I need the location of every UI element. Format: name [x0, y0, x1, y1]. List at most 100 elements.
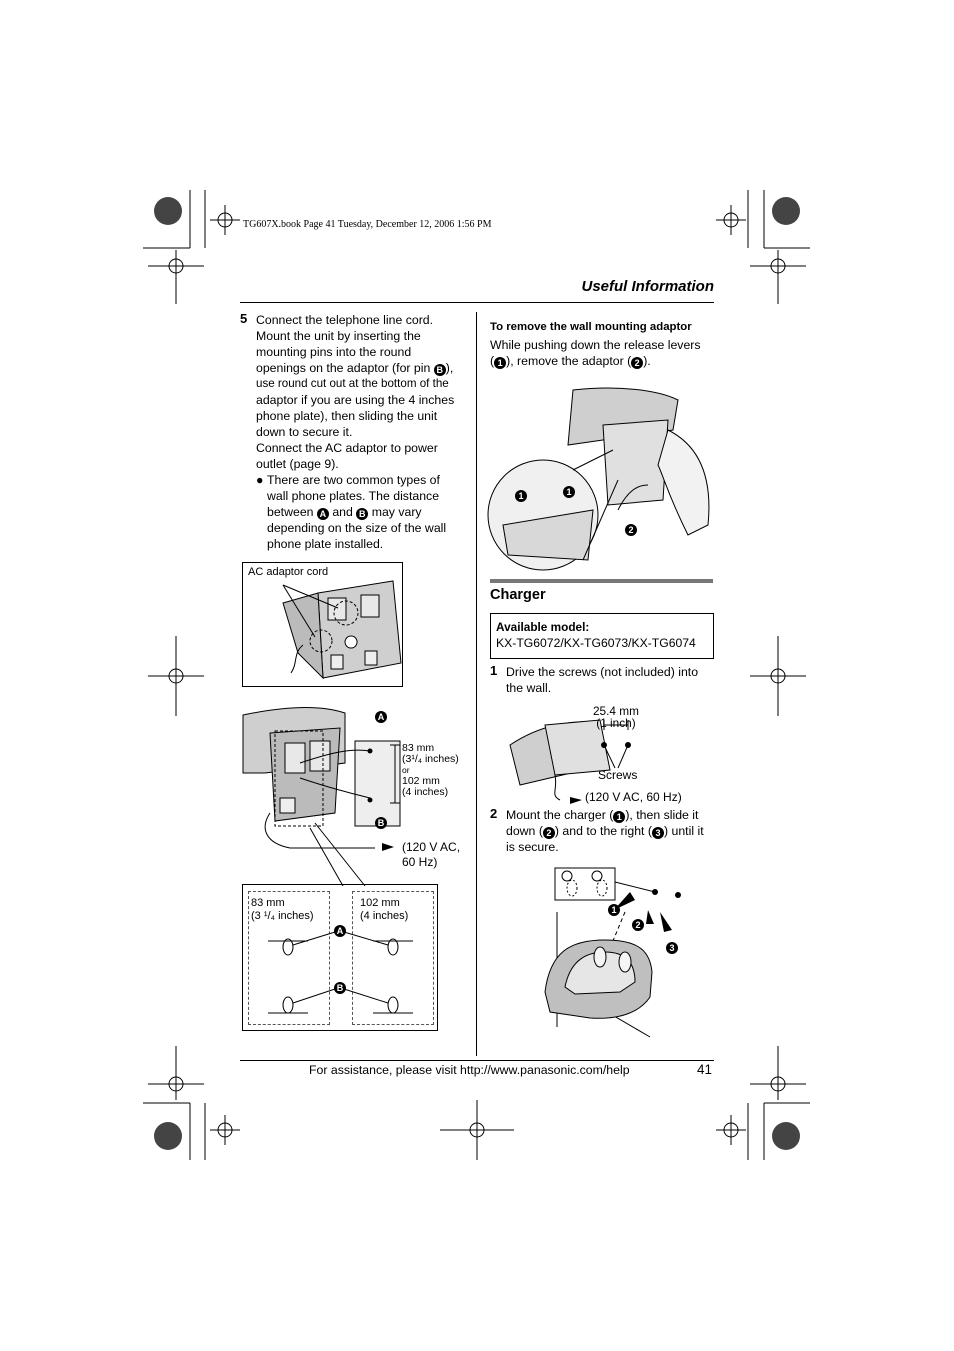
available-model-label: Available model: — [496, 620, 590, 634]
step5-bullet: ● There are two common types of wall pho… — [256, 472, 468, 552]
step5-text: Connect the telephone line cord. Mount t… — [256, 312, 468, 472]
step5-line: Connect the telephone line cord. — [256, 313, 434, 327]
plate-83-mm: 83 mm — [251, 897, 285, 909]
step5-line: Connect the AC adaptor to power — [256, 441, 438, 455]
step5-line: Mount the unit by inserting the — [256, 329, 421, 343]
dim-83-inches: (3¹/₄ inches) — [402, 753, 459, 765]
charger-step1-text: Drive the screws (not included) into the… — [506, 664, 716, 696]
charger-step2-line: Mount the charger (1), then slide it — [506, 807, 716, 823]
bullet-text-part: between — [267, 505, 317, 519]
charger-step1-number: 1 — [490, 663, 498, 678]
adaptor-illustration — [282, 580, 402, 680]
step5-line: down to secure it. — [256, 425, 353, 439]
charger-step2-line: down (2) and to the right (3) until it — [506, 823, 716, 839]
top-rule — [240, 302, 714, 303]
charger-step2-text-part: Mount the charger ( — [506, 808, 614, 822]
print-header: TG607X.book Page 41 Tuesday, December 12… — [243, 219, 492, 230]
bullet-line: depending on the size of the wall — [267, 521, 447, 535]
step5-line: openings on the adaptor (for pin B), — [256, 360, 468, 376]
step5-line: adaptor if you are using the 4 inches — [256, 393, 455, 407]
remove-line: While pushing down the release levers — [490, 338, 701, 352]
marker-1: 1 — [563, 486, 575, 498]
power-line: (120 V AC, — [402, 840, 461, 854]
remove-text-part: ), remove the adaptor ( — [506, 354, 632, 368]
bullet-line: between A and B may vary — [267, 504, 468, 520]
charger-section-bar — [490, 579, 713, 583]
bottom-rule — [240, 1060, 714, 1061]
page-number: 41 — [697, 1062, 713, 1077]
plate-102-mm: 102 mm — [360, 897, 400, 909]
charger-step2-line: is secure. — [506, 840, 559, 854]
marker-a: A — [316, 508, 329, 520]
marker-2: 2 — [625, 524, 637, 536]
marker-b: B — [334, 982, 346, 994]
charger-step2-text-part: ), then slide it — [625, 808, 699, 822]
charger-power-label: (120 V AC, 60 Hz) — [585, 790, 682, 804]
step-number: 5 — [240, 311, 248, 326]
dimension-labels: 83 mm (3¹/₄ inches) or 102 mm (4 inches) — [402, 743, 459, 798]
charger-step2-text-part: ) until it — [663, 824, 704, 838]
marker-1: 1 — [608, 904, 620, 916]
power-label: (120 V AC, 60 Hz) — [402, 840, 460, 870]
marker-3: 3 — [651, 827, 664, 839]
section-title: Useful Information — [581, 278, 714, 295]
screw-spacing-mm: 25.4 mm — [593, 704, 639, 718]
marker-3: 3 — [666, 942, 678, 954]
remove-heading: To remove the wall mounting adaptor — [490, 321, 692, 333]
available-model-list: KX-TG6072/KX-TG6073/KX-TG6074 — [496, 636, 696, 650]
marker-2: 2 — [632, 919, 644, 931]
charger-mount-illustration — [544, 867, 681, 1038]
mounting-illustration — [242, 707, 401, 887]
column-divider — [476, 312, 477, 1056]
marker-b: B — [356, 508, 369, 520]
screw-spacing-label: 25.4 mm (1 inch) — [593, 705, 639, 729]
charger-step2-text-part: down ( — [506, 824, 543, 838]
figure-label: AC adaptor cord — [248, 566, 329, 578]
bullet-line: phone plate installed. — [267, 537, 384, 551]
charger-step2-text: Mount the charger (1), then slide it dow… — [506, 807, 716, 855]
marker-a: A — [375, 711, 387, 723]
marker-1: 1 — [494, 357, 507, 369]
dim-102: 102 mm — [402, 775, 440, 787]
power-line: 60 Hz) — [402, 855, 438, 869]
dim-83: 83 mm — [402, 742, 435, 754]
remove-text: While pushing down the release levers (1… — [490, 337, 714, 369]
step5-line: outlet (page 9). — [256, 457, 339, 471]
remove-adaptor-illustration — [487, 387, 710, 571]
figure-plate-sizes: 83 mm (3 ¹/₄ inches) 102 mm (4 inches) A… — [242, 884, 438, 1031]
charger-step2-number: 2 — [490, 806, 498, 821]
bullet-icon: ● — [256, 473, 264, 487]
remove-line: (1), remove the adaptor (2). — [490, 353, 714, 369]
remove-text-part: ( — [490, 354, 495, 368]
plate-83mm-panel — [248, 891, 330, 1025]
marker-a: A — [334, 925, 346, 937]
bullet-line: There are two common types of — [267, 473, 440, 487]
step5-text-part: openings on the adaptor (for pin — [256, 361, 434, 375]
marker-b: B — [433, 364, 446, 376]
charger-step1-line: Drive the screws (not included) into — [506, 665, 699, 679]
plate-102-inches: (4 inches) — [360, 910, 409, 922]
plate-83-label: 83 mm (3 ¹/₄ inches) — [251, 897, 314, 923]
step5-line: mounting pins into the round — [256, 345, 412, 359]
figure-ac-adaptor: AC adaptor cord — [242, 562, 403, 687]
marker-1: 1 — [613, 811, 626, 823]
step5-line: use round cut out at the bottom of the — [256, 377, 449, 390]
charger-step1-line: the wall. — [506, 681, 552, 695]
marker-1: 1 — [515, 490, 527, 502]
bullet-text-part: and — [328, 505, 357, 519]
step5-line: phone plate), then sliding the unit — [256, 409, 438, 423]
step5-text-part: ), — [445, 361, 454, 375]
remove-text-part: ). — [643, 354, 651, 368]
marker-b: B — [375, 817, 387, 829]
charger-step2-text-part: ) and to the right ( — [554, 824, 652, 838]
marker-2: 2 — [542, 827, 555, 839]
footer-assistance: For assistance, please visit http://www.… — [309, 1063, 630, 1077]
plate-pins-illustration — [268, 931, 413, 1014]
charger-screws-illustration — [509, 719, 631, 804]
available-model-box: Available model: KX-TG6072/KX-TG6073/KX-… — [490, 613, 714, 659]
dim-102-inches: (4 inches) — [402, 786, 449, 798]
screw-spacing-inches: (1 inch) — [596, 716, 636, 730]
bullet-text: There are two common types of wall phone… — [256, 472, 468, 552]
plate-102mm-panel — [352, 891, 434, 1025]
